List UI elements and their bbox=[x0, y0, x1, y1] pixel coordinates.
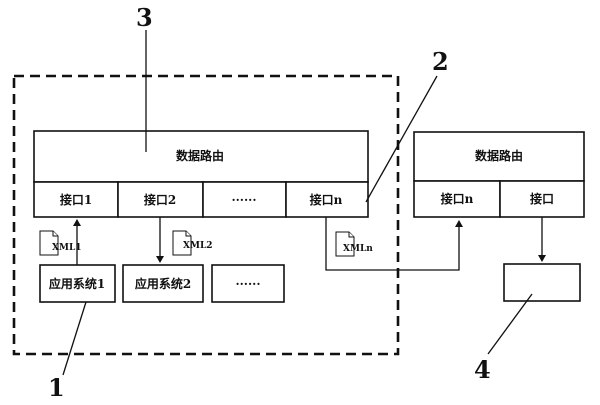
xml-document-icon: XML2 bbox=[172, 230, 213, 256]
right-interface-n-label: 接口n bbox=[441, 191, 474, 206]
system-boundary bbox=[12, 74, 400, 356]
right-data-router bbox=[413, 131, 585, 182]
interface-1 bbox=[33, 181, 119, 218]
leader-line-2 bbox=[365, 75, 438, 203]
right-interface bbox=[499, 180, 585, 218]
app-system-ellipsis-label: ······ bbox=[235, 277, 260, 291]
app-system-2 bbox=[122, 264, 204, 303]
xml2-label: XML2 bbox=[183, 241, 213, 251]
leader-line-1 bbox=[62, 301, 87, 376]
right-interface-label: 接口 bbox=[530, 191, 554, 206]
right-interface-n bbox=[413, 180, 501, 218]
arrow-left-to-right-interface bbox=[325, 217, 463, 271]
target-system-box bbox=[503, 263, 581, 302]
callout-1: 1 bbox=[48, 373, 65, 402]
callout-2: 2 bbox=[432, 47, 449, 76]
xml1-label: XML1 bbox=[52, 243, 82, 253]
xmln-label: XMLn bbox=[343, 244, 373, 254]
interface-ellipsis-label: ······ bbox=[231, 193, 256, 207]
leader-line-4 bbox=[487, 293, 533, 355]
interface-2-label: 接口2 bbox=[144, 192, 176, 207]
app-system-1 bbox=[39, 264, 116, 303]
callout-4: 4 bbox=[474, 355, 491, 384]
right-router-label: 数据路由 bbox=[475, 148, 523, 163]
app-system-2-label: 应用系统2 bbox=[135, 276, 191, 291]
left-router-label: 数据路由 bbox=[176, 148, 224, 163]
xml-document-icon: XML1 bbox=[39, 230, 82, 256]
interface-n-label: 接口n bbox=[310, 192, 343, 207]
interface-1-label: 接口1 bbox=[60, 192, 92, 207]
app-system-1-label: 应用系统1 bbox=[49, 276, 105, 291]
callout-3: 3 bbox=[136, 3, 153, 32]
app-system-ellipsis bbox=[211, 264, 285, 303]
xml-document-icon: XMLn bbox=[335, 231, 373, 257]
